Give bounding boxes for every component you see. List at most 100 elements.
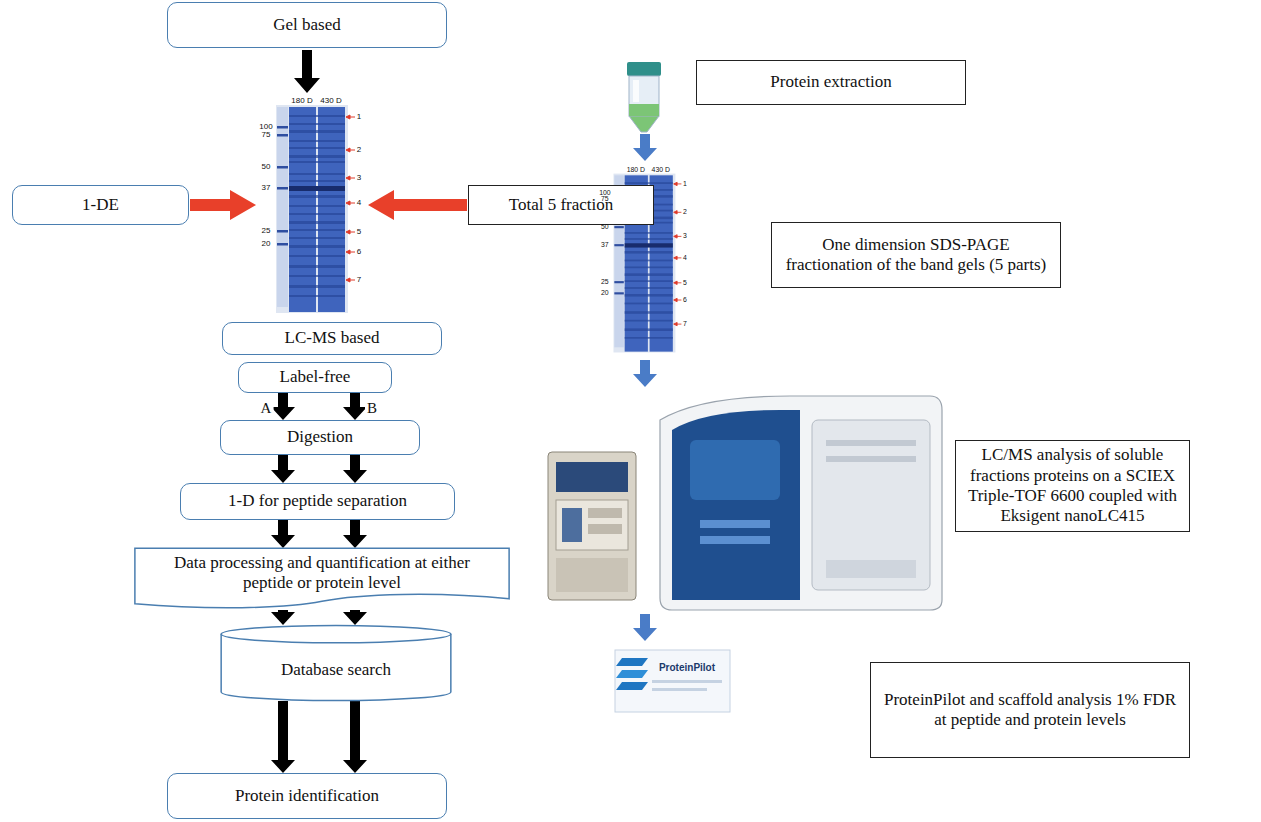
marker-size: 100 [599, 189, 610, 196]
blue-arrow-part [633, 614, 657, 641]
red-arrow [368, 190, 467, 220]
marker-size: 20 [601, 290, 609, 297]
node-text: Data processing and quantification at ei… [163, 553, 481, 594]
blue-arrow-part [633, 360, 657, 387]
method-box: Label-free [238, 362, 392, 393]
process-box: Digestion [220, 420, 420, 455]
node-text: LC/MS analysis of soluble fractions prot… [966, 445, 1179, 527]
fraction-number: 2 [357, 146, 361, 154]
marker-size: 37 [601, 242, 609, 249]
lc-ms-instrument-part [556, 558, 628, 592]
fraction-box: Total 5 fraction [468, 185, 654, 225]
flow-arrow [343, 520, 367, 548]
lc-ms-instrument-part [660, 396, 942, 610]
flow-arrow [271, 455, 295, 483]
marker-size: 50 [601, 223, 609, 230]
node-text: Gel based [273, 15, 341, 35]
flow-arrow [343, 455, 367, 483]
node-text: One dimension SDS-PAGE fractionation of … [782, 235, 1050, 276]
node-text: Protein identification [235, 786, 379, 806]
lc-ms-instrument-part [588, 524, 622, 534]
fraction-number: 5 [357, 228, 361, 236]
software-logo-part [616, 682, 648, 690]
lc-ms-instrument-part [588, 508, 622, 518]
sample-tube-part [629, 116, 659, 132]
fraction-number: 6 [683, 297, 687, 304]
step-box: LC/MS analysis of soluble fractions prot… [955, 440, 1190, 532]
marker-size: 75 [601, 196, 609, 203]
method-box: 1-DE [12, 185, 189, 225]
shape-outline [221, 634, 451, 643]
blue-arrow-part [633, 134, 657, 161]
process-box: 1-D for peptide separation [180, 483, 455, 520]
flow-arrow [343, 393, 367, 420]
lc-ms-instrument-part [556, 462, 628, 492]
flow-arrow [271, 393, 295, 420]
node-text: ProteinPilot and scaffold analysis 1% FD… [881, 690, 1179, 731]
lane-label: 180 D [627, 167, 645, 174]
marker-size: 50 [262, 163, 271, 171]
shape-outline [135, 548, 509, 607]
end-box: Protein identification [167, 773, 447, 819]
lc-ms-instrument-part [826, 456, 916, 462]
lane-label: 430 D [320, 97, 341, 105]
lane-label: 180 D [291, 97, 312, 105]
software-logo [615, 650, 730, 712]
marker-size: 75 [262, 131, 271, 139]
gel-image [276, 105, 355, 313]
fraction-number: 3 [357, 174, 361, 182]
sample-tube-part [629, 76, 659, 116]
marker-size: 25 [262, 227, 271, 235]
lc-ms-instrument-part [690, 440, 780, 500]
fraction-number: 7 [683, 321, 687, 328]
fraction-number: 4 [683, 254, 687, 261]
lc-ms-instrument [548, 396, 942, 610]
lc-ms-instrument-part [700, 536, 770, 544]
fraction-number: 5 [683, 279, 687, 286]
lc-ms-instrument-part [812, 420, 930, 590]
method-box: LC-MS based [222, 322, 442, 355]
software-logo-part [652, 680, 722, 683]
fraction-number: 1 [683, 180, 687, 187]
software-logo-part [616, 670, 648, 678]
fraction-number: 1 [357, 113, 361, 121]
step-box: Protein extraction [696, 60, 966, 105]
software-logo-part [615, 650, 730, 712]
flow-arrow [271, 520, 295, 548]
flow-arrow [343, 610, 367, 625]
node-text: LC-MS based [285, 328, 380, 348]
lc-ms-instrument-part [700, 520, 770, 528]
lc-ms-instrument-part [562, 508, 582, 542]
fraction-number: 6 [357, 248, 361, 256]
fraction-number: 4 [357, 199, 361, 207]
logo-text: ProteinPilot [659, 663, 715, 673]
sample-tube-part [627, 62, 661, 76]
node-text: Protein extraction [770, 72, 891, 92]
marker-size: 20 [262, 240, 271, 248]
software-logo-part [652, 688, 707, 691]
step-box: ProteinPilot and scaffold analysis 1% FD… [870, 662, 1190, 758]
edge-label: A [259, 401, 274, 416]
edge-label: B [365, 401, 379, 416]
red-arrow [190, 190, 256, 220]
flow-arrow [271, 701, 295, 773]
node-text: Total 5 fraction [509, 195, 614, 215]
node-text: 1-DE [82, 195, 119, 215]
marker-size: 37 [262, 184, 271, 192]
lc-ms-instrument-part [672, 410, 800, 600]
shape-outline [221, 625, 451, 700]
node-text: 1-D for peptide separation [228, 491, 407, 511]
document-box: Data processing and quantification at ei… [133, 548, 511, 610]
lc-ms-instrument-part [556, 500, 628, 550]
fraction-number: 7 [357, 276, 361, 284]
block-arrow [294, 50, 320, 93]
lc-ms-instrument-part [548, 452, 636, 600]
fraction-number: 3 [683, 233, 687, 240]
sample-tube-part [633, 80, 639, 102]
node-text: Digestion [287, 427, 353, 447]
node-text: Database search [281, 660, 391, 680]
marker-size: 100 [259, 123, 272, 131]
lane-label: 430 D [652, 167, 670, 174]
marker-size: 25 [601, 279, 609, 286]
lc-ms-instrument-part [826, 560, 916, 578]
